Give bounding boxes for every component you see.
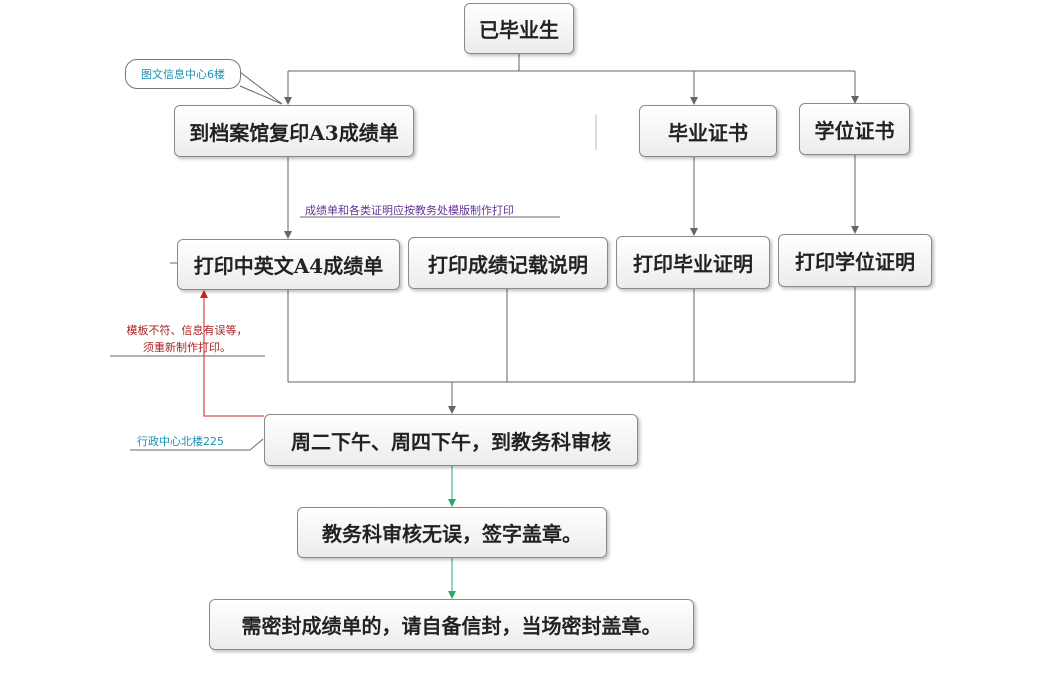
node-graduated-label: 已毕业生 bbox=[479, 18, 559, 42]
node-print-degree-cert-label: 打印学位证明 bbox=[795, 250, 915, 274]
reprint-note: 模板不符、信息有误等， 须重新制作打印。 bbox=[112, 322, 262, 356]
node-print-grad-cert-label: 打印毕业证明 bbox=[633, 252, 753, 276]
node-seal-label: 需密封成绩单的，请自备信封，当场密封盖章。 bbox=[241, 614, 662, 638]
node-diploma: 毕业证书 bbox=[639, 105, 777, 157]
reject-loop-arrow bbox=[200, 290, 264, 417]
node-print-transcript-label: 打印中英文A4成绩单 bbox=[193, 254, 384, 278]
node-degree-label: 学位证书 bbox=[814, 118, 895, 143]
node-approved-label: 教务科审核无误，签字盖章。 bbox=[322, 522, 582, 546]
reprint-note-line2: 须重新制作打印。 bbox=[143, 341, 231, 354]
node-diploma-label: 毕业证书 bbox=[668, 120, 748, 145]
node-seal: 需密封成绩单的，请自备信封，当场密封盖章。 bbox=[209, 599, 694, 650]
node-print-grade-note: 打印成绩记载说明 bbox=[408, 237, 608, 289]
node-archive-copy: 到档案馆复印A3成绩单 bbox=[174, 105, 414, 157]
node-review-label: 周二下午、周四下午，到教务科审核 bbox=[291, 429, 611, 454]
node-archive-copy-label: 到档案馆复印A3成绩单 bbox=[189, 120, 399, 145]
reprint-note-line1: 模板不符、信息有误等， bbox=[126, 324, 248, 337]
archive-location-callout: 图文信息中心6楼 bbox=[125, 59, 241, 89]
node-degree: 学位证书 bbox=[799, 103, 910, 155]
node-review: 周二下午、周四下午，到教务科审核 bbox=[264, 414, 638, 466]
template-note: 成绩单和各类证明应按教务处模版制作打印 bbox=[305, 202, 514, 218]
template-note-text: 成绩单和各类证明应按教务处模版制作打印 bbox=[305, 204, 514, 217]
node-print-degree-cert: 打印学位证明 bbox=[778, 234, 932, 287]
archive-location-text: 图文信息中心6楼 bbox=[141, 68, 225, 81]
node-print-grade-note-label: 打印成绩记载说明 bbox=[428, 252, 588, 277]
admin-location-text: 行政中心北楼225 bbox=[137, 435, 224, 448]
admin-note-leader bbox=[249, 438, 264, 451]
node-approved: 教务科审核无误，签字盖章。 bbox=[297, 507, 607, 558]
archive-callout-pointer bbox=[231, 65, 283, 105]
node-print-grad-cert: 打印毕业证明 bbox=[616, 236, 770, 289]
node-graduated: 已毕业生 bbox=[464, 3, 574, 54]
node-print-transcript: 打印中英文A4成绩单 bbox=[177, 239, 400, 290]
admin-location-note: 行政中心北楼225 bbox=[137, 433, 224, 449]
